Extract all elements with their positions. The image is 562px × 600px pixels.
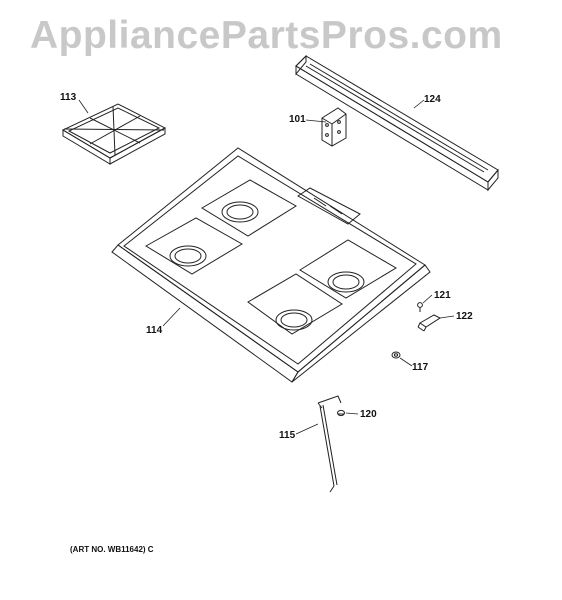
- screw-121: [417, 302, 423, 312]
- art-number: (ART NO. WB11642) C: [70, 545, 154, 554]
- igniter-122: [417, 314, 442, 332]
- clip-120: [337, 409, 345, 417]
- callout-114: 114: [146, 325, 163, 336]
- rod-115: [317, 395, 342, 493]
- callout-121: 121: [434, 290, 451, 301]
- backguard-trim-124: [295, 54, 499, 192]
- cooktop-114: [111, 147, 431, 383]
- watermark-logo: AppliancePartsPros.com: [30, 14, 503, 57]
- callout-117: 117: [412, 362, 429, 373]
- callout-120: 120: [360, 409, 377, 420]
- burner-grate-113: [61, 103, 167, 165]
- callout-122: 122: [456, 311, 473, 322]
- grommet-117: [391, 351, 401, 359]
- leader-lines: [78, 99, 455, 435]
- callout-101: 101: [289, 114, 306, 125]
- bracket-101: [321, 107, 347, 147]
- callout-113: 113: [60, 92, 77, 103]
- callout-124: 124: [424, 94, 441, 105]
- callout-115: 115: [279, 430, 296, 441]
